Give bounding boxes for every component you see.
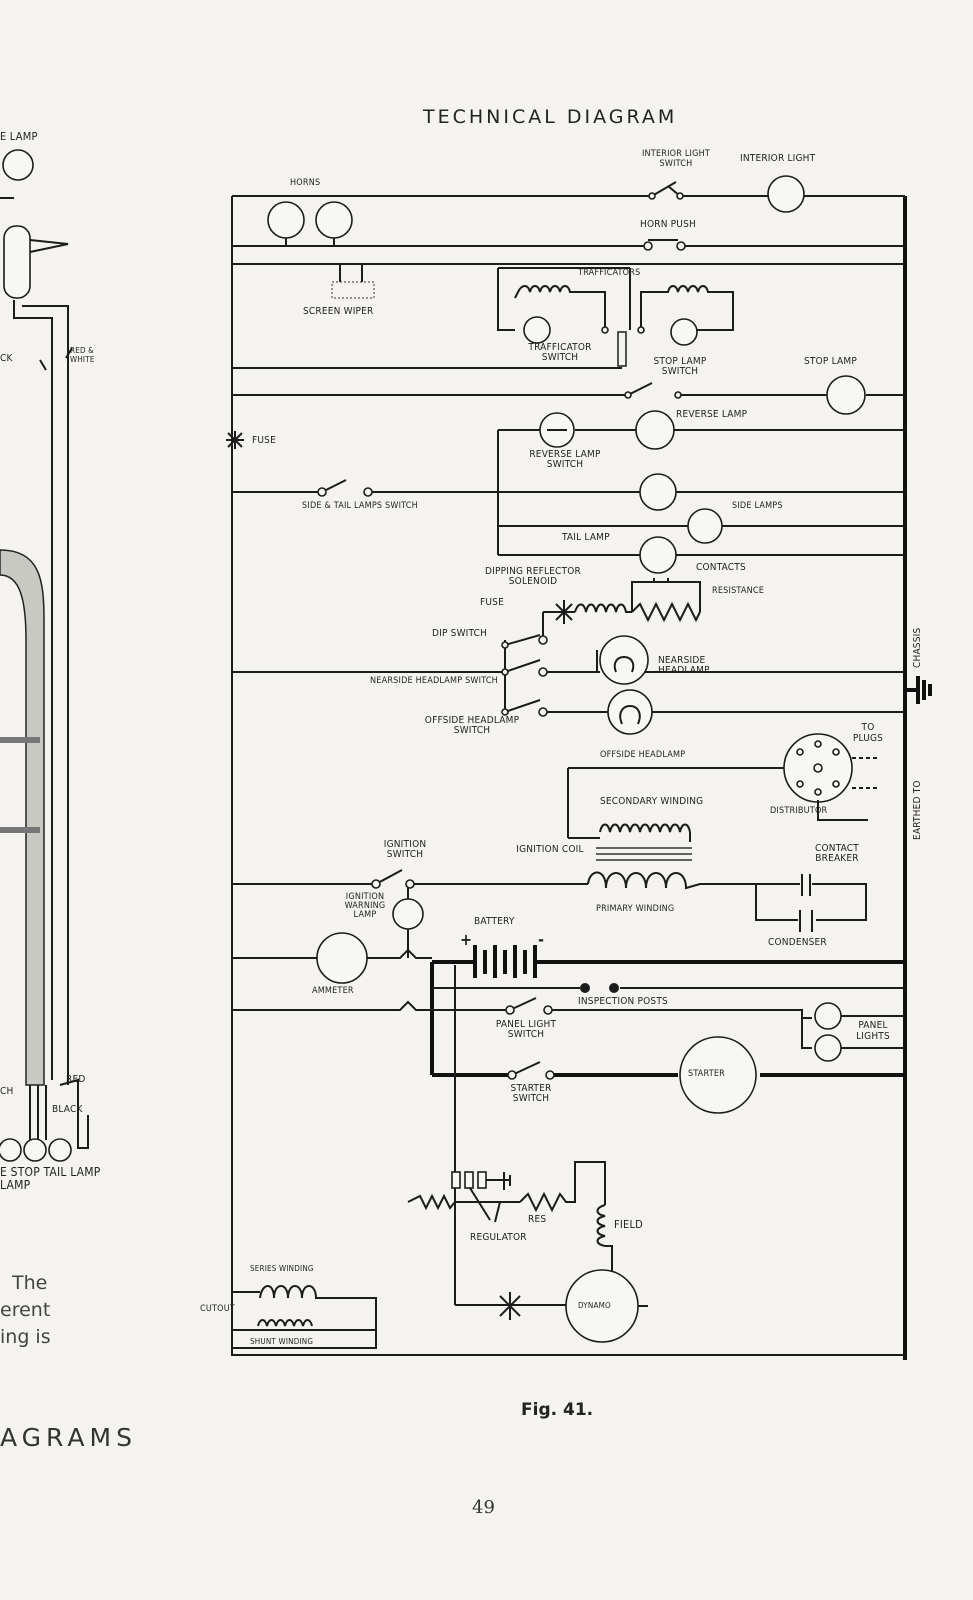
label-ignition-switch: IGNITION SWITCH [383, 839, 427, 860]
label-to-plugs: TO PLUGS [852, 722, 884, 744]
label-series-winding: SERIES WINDING [250, 1264, 314, 1273]
label-trafficators: TRAFFICATORS [578, 268, 641, 278]
label-offside-switch: OFFSIDE HEADLAMP SWITCH [424, 715, 520, 736]
label-dip-switch: DIP SWITCH [432, 628, 488, 639]
label-shunt-winding: SHUNT WINDING [250, 1337, 314, 1346]
label-side-tail-switch: SIDE & TAIL LAMPS SWITCH [302, 501, 418, 511]
fuse-top-symbol [226, 431, 244, 449]
label-nearside-headlamp: NEARSIDE HEADLAMP [658, 655, 710, 676]
label-reverse-lamp: REVERSE LAMP [676, 409, 748, 420]
label-earthed-to: EARTHED TO [912, 780, 923, 840]
label-cutout: CUTOUT [200, 1304, 235, 1314]
label-resistance: RESISTANCE [712, 586, 765, 596]
left-page-drawing [0, 149, 89, 1162]
left-black-label: BLACK [52, 1104, 83, 1115]
left-ch-label: CH [0, 1086, 14, 1097]
label-chassis: CHASSIS [912, 627, 923, 668]
battery-plus-sign: + [460, 930, 473, 949]
page-number: 49 [472, 1497, 495, 1518]
label-primary-winding: PRIMARY WINDING [596, 904, 675, 914]
label-nearside-switch: NEARSIDE HEADLAMP SWITCH [370, 676, 498, 686]
left-body-line-1: The [12, 1272, 48, 1294]
label-stop-lamp: STOP LAMP [804, 356, 857, 367]
label-interior-light-switch: INTERIOR LIGHT SWITCH [641, 149, 711, 169]
left-red-white-label: RED & WHITE [70, 346, 95, 364]
label-battery: BATTERY [474, 916, 515, 927]
label-fuse-top: FUSE [252, 435, 276, 446]
left-body-line-2: erent [0, 1299, 51, 1321]
left-red-label: RED [66, 1074, 86, 1085]
left-lamp-label: E LAMP [0, 130, 38, 143]
label-panel-light-switch: PANEL LIGHT SWITCH [495, 1019, 557, 1040]
label-starter: STARTER [688, 1069, 725, 1079]
label-panel-lights: PANEL LIGHTS [856, 1020, 890, 1042]
label-tail-lamp: TAIL LAMP [562, 532, 610, 543]
label-contacts: CONTACTS [696, 562, 746, 573]
left-body-line-3: ing is [0, 1326, 51, 1348]
label-interior-light: INTERIOR LIGHT [740, 153, 816, 164]
label-condenser: CONDENSER [768, 937, 827, 948]
figure-caption: Fig. 41. [521, 1400, 594, 1420]
label-fuse-mid: FUSE [480, 597, 504, 608]
label-horn-push: HORN PUSH [640, 219, 696, 230]
label-reverse-lamp-switch: REVERSE LAMP SWITCH [529, 449, 601, 470]
diagram-title: TECHNICAL DIAGRAM [423, 106, 678, 128]
label-side-lamps: SIDE LAMPS [732, 501, 783, 511]
label-distributor: DISTRIBUTOR [770, 806, 828, 816]
label-screen-wiper: SCREEN WIPER [303, 306, 374, 317]
label-offside-headlamp: OFFSIDE HEADLAMP [600, 750, 686, 760]
label-field: FIELD [614, 1218, 643, 1231]
label-trafficator-switch: TRAFFICATOR SWITCH [528, 342, 592, 363]
left-page-footer: AGRAMS [0, 1423, 137, 1452]
label-horns: HORNS [290, 178, 321, 188]
label-stop-lamp-switch: STOP LAMP SWITCH [653, 356, 707, 377]
label-ignition-coil: IGNITION COIL [516, 844, 584, 855]
label-contact-breaker: CONTACT BREAKER [815, 843, 859, 864]
label-res: RES [528, 1214, 547, 1225]
label-ammeter: AMMETER [312, 986, 354, 996]
left-ck-label: CK [0, 353, 13, 364]
label-dipping-solenoid: DIPPING REFLECTOR SOLENOID [485, 566, 581, 587]
left-stop-tail-label: E STOP TAIL LAMP LAMP [0, 1165, 101, 1192]
label-secondary-winding: SECONDARY WINDING [600, 796, 704, 807]
label-starter-switch: STARTER SWITCH [510, 1083, 552, 1104]
battery-minus-sign: - [538, 930, 545, 949]
label-dynamo: DYNAMO [578, 1301, 611, 1310]
label-regulator: REGULATOR [470, 1232, 527, 1243]
label-ignition-warning-lamp: IGNITION WARNING LAMP [344, 892, 386, 920]
label-inspection-posts: INSPECTION POSTS [578, 996, 668, 1007]
